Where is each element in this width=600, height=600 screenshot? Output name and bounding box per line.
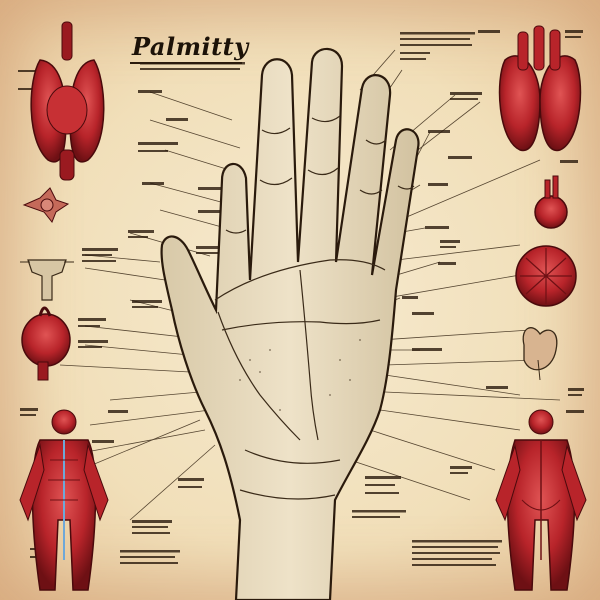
brain-section-icon (515, 245, 577, 307)
label-placeholders (18, 30, 584, 566)
leader-lines (59, 49, 561, 521)
bronchi-icon (22, 187, 70, 223)
heart-icon (21, 306, 71, 381)
muscle-torso-back-icon (495, 409, 587, 591)
hand-icon (160, 47, 420, 600)
stomach-icon (522, 327, 558, 381)
lungs-icon (30, 21, 105, 181)
spine-vertebra-icon (20, 259, 74, 301)
heart-bulb-icon (534, 175, 568, 229)
muscle-torso-front-icon (19, 409, 109, 591)
poster-title: Palmitty (132, 32, 249, 61)
kidneys-icon (498, 25, 582, 152)
